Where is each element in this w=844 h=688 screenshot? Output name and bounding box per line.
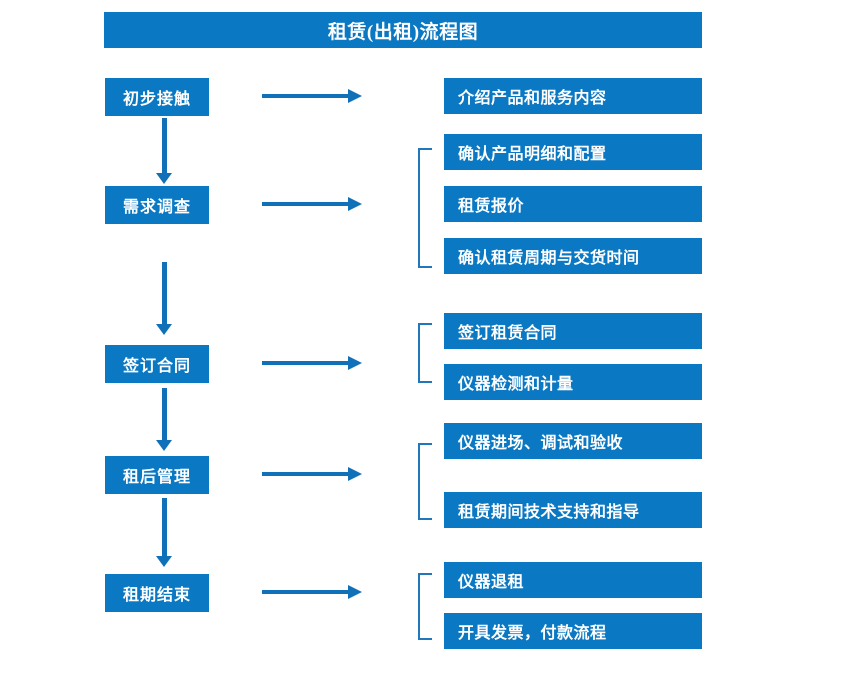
arrow-head-icon [348,585,362,599]
page-title: 租赁(出租)流程图 [104,12,702,48]
arrow-shaft [162,498,167,556]
detail-box-1-1[interactable]: 介绍产品和服务内容 [444,78,702,114]
flow-arrow-right-4 [262,467,362,481]
detail-box-3-1[interactable]: 签订租赁合同 [444,313,702,349]
stage-box-1[interactable]: 初步接触 [105,78,209,116]
stage-box-5[interactable]: 租期结束 [105,574,209,612]
group-bracket-2 [418,148,432,268]
arrow-head-icon [348,356,362,370]
flow-arrow-down-3 [156,388,172,454]
arrow-head-icon [348,197,362,211]
stage-box-4[interactable]: 租后管理 [105,456,209,494]
detail-box-2-3[interactable]: 确认租赁周期与交货时间 [444,238,702,274]
arrow-head-icon [156,173,172,184]
stage-box-3[interactable]: 签订合同 [105,345,209,383]
flow-arrow-right-3 [262,356,362,370]
arrow-head-icon [348,89,362,103]
detail-box-4-1[interactable]: 仪器进场、调试和验收 [444,423,702,459]
arrow-head-icon [156,556,172,567]
arrow-head-icon [156,324,172,335]
arrow-shaft [262,94,350,98]
arrow-shaft [262,590,350,594]
detail-box-5-2[interactable]: 开具发票，付款流程 [444,613,702,649]
group-bracket-3 [418,323,432,383]
flow-arrow-down-1 [156,118,172,184]
group-bracket-5 [418,573,432,640]
stage-box-2[interactable]: 需求调查 [105,186,209,224]
detail-box-2-2[interactable]: 租赁报价 [444,186,702,222]
arrow-shaft [162,262,167,324]
flow-arrow-down-4 [156,498,172,570]
arrow-shaft [262,472,350,476]
detail-box-5-1[interactable]: 仪器退租 [444,562,702,598]
arrow-shaft [262,361,350,365]
detail-box-3-2[interactable]: 仪器检测和计量 [444,364,702,400]
flow-arrow-right-2 [262,197,362,211]
flow-arrow-right-1 [262,89,362,103]
arrow-shaft [162,118,167,173]
flow-arrow-down-2 [156,262,172,342]
arrow-head-icon [348,467,362,481]
detail-box-2-1[interactable]: 确认产品明细和配置 [444,134,702,170]
flow-arrow-right-5 [262,585,362,599]
detail-box-4-2[interactable]: 租赁期间技术支持和指导 [444,492,702,528]
arrow-head-icon [156,440,172,451]
group-bracket-4 [418,443,432,520]
arrow-shaft [162,388,167,440]
arrow-shaft [262,202,350,206]
